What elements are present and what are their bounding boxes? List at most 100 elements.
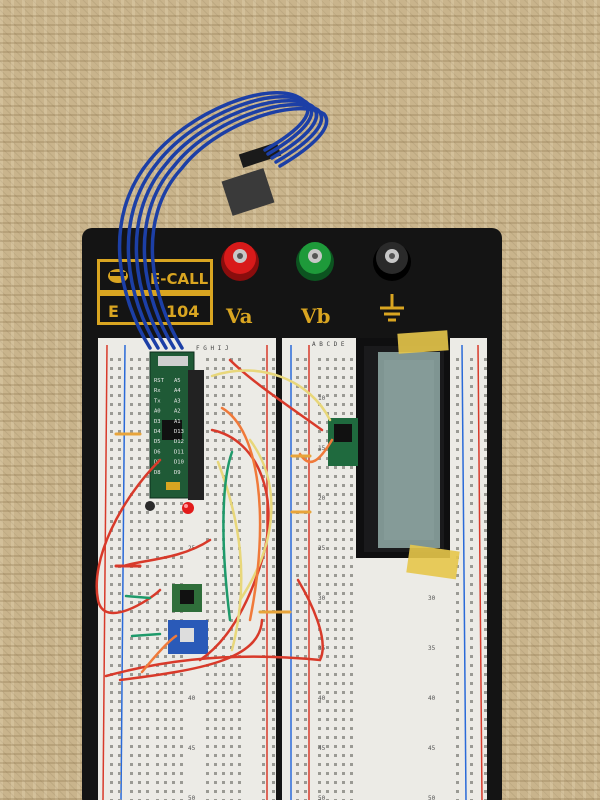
breadboard-hole bbox=[456, 628, 459, 631]
breadboard-hole bbox=[334, 394, 337, 397]
breadboard-hole bbox=[138, 358, 141, 361]
breadboard-hole bbox=[206, 511, 209, 514]
breadboard-hole bbox=[130, 727, 133, 730]
breadboard-hole bbox=[304, 682, 307, 685]
breadboard-hole bbox=[484, 376, 487, 379]
capacitor bbox=[145, 501, 155, 511]
breadboard-hole bbox=[272, 628, 275, 631]
breadboard-hole bbox=[172, 529, 175, 532]
breadboard-hole bbox=[296, 646, 299, 649]
breadboard-hole bbox=[262, 790, 265, 793]
row-number-mid: 40 bbox=[318, 695, 326, 702]
breadboard-hole bbox=[238, 376, 241, 379]
breadboard-hole bbox=[138, 376, 141, 379]
breadboard-hole bbox=[230, 430, 233, 433]
breadboard-hole bbox=[110, 763, 113, 766]
breadboard-hole bbox=[318, 475, 321, 478]
breadboard-hole bbox=[146, 466, 149, 469]
breadboard-hole bbox=[238, 772, 241, 775]
breadboard-hole bbox=[318, 664, 321, 667]
breadboard-hole bbox=[180, 655, 183, 658]
breadboard-hole bbox=[350, 655, 353, 658]
breadboard-hole bbox=[326, 448, 329, 451]
breadboard-hole bbox=[272, 574, 275, 577]
breadboard-hole bbox=[130, 700, 133, 703]
breadboard-hole bbox=[180, 529, 183, 532]
breadboard-hole bbox=[342, 781, 345, 784]
breadboard-hole bbox=[146, 529, 149, 532]
breadboard-hole bbox=[206, 583, 209, 586]
breadboard-hole bbox=[156, 646, 159, 649]
terminal-va[interactable] bbox=[221, 242, 259, 281]
breadboard-hole bbox=[146, 493, 149, 496]
breadboard-hole bbox=[222, 610, 225, 613]
breadboard-hole bbox=[262, 430, 265, 433]
breadboard-hole bbox=[272, 421, 275, 424]
breadboard-hole bbox=[334, 682, 337, 685]
breadboard-hole bbox=[164, 736, 167, 739]
breadboard-hole bbox=[350, 502, 353, 505]
breadboard-hole bbox=[118, 628, 121, 631]
breadboard-hole bbox=[156, 547, 159, 550]
breadboard-hole bbox=[262, 493, 265, 496]
breadboard-hole bbox=[342, 484, 345, 487]
breadboard-hole bbox=[326, 772, 329, 775]
breadboard-hole bbox=[230, 547, 233, 550]
breadboard-hole bbox=[470, 493, 473, 496]
breadboard-hole bbox=[484, 502, 487, 505]
breadboard-hole bbox=[138, 385, 141, 388]
breadboard-hole bbox=[456, 664, 459, 667]
breadboard-hole bbox=[214, 574, 217, 577]
breadboard-hole bbox=[456, 475, 459, 478]
breadboard-hole bbox=[146, 484, 149, 487]
model-prefix: E bbox=[108, 302, 119, 321]
breadboard-hole bbox=[342, 565, 345, 568]
breadboard-hole bbox=[146, 385, 149, 388]
breadboard-hole bbox=[156, 772, 159, 775]
breadboard-hole bbox=[456, 673, 459, 676]
breadboard-hole bbox=[138, 601, 141, 604]
breadboard-hole bbox=[262, 565, 265, 568]
breadboard-hole bbox=[110, 781, 113, 784]
breadboard-hole bbox=[130, 682, 133, 685]
breadboard-hole bbox=[470, 538, 473, 541]
breadboard-hole bbox=[110, 619, 113, 622]
breadboard-hole bbox=[296, 529, 299, 532]
breadboard-hole bbox=[238, 484, 241, 487]
breadboard-hole bbox=[238, 709, 241, 712]
breadboard-hole bbox=[130, 412, 133, 415]
breadboard-hole bbox=[470, 403, 473, 406]
breadboard-hole bbox=[164, 664, 167, 667]
breadboard-hole bbox=[222, 421, 225, 424]
breadboard-hole bbox=[342, 772, 345, 775]
breadboard-hole bbox=[118, 412, 121, 415]
breadboard-hole bbox=[470, 457, 473, 460]
breadboard-hole bbox=[262, 502, 265, 505]
breadboard-hole bbox=[470, 484, 473, 487]
terminal-ground[interactable] bbox=[373, 242, 411, 281]
breadboard-hole bbox=[318, 682, 321, 685]
breadboard-hole bbox=[470, 529, 473, 532]
breadboard-hole bbox=[214, 619, 217, 622]
breadboard-hole bbox=[172, 682, 175, 685]
breadboard-hole bbox=[262, 628, 265, 631]
breadboard-hole bbox=[164, 610, 167, 613]
breadboard-hole bbox=[138, 421, 141, 424]
terminal-vb[interactable] bbox=[296, 242, 334, 281]
breadboard-hole bbox=[238, 763, 241, 766]
breadboard-hole bbox=[180, 745, 183, 748]
breadboard-hole bbox=[350, 592, 353, 595]
breadboard-hole bbox=[230, 745, 233, 748]
breadboard-hole bbox=[138, 556, 141, 559]
breadboard-hole bbox=[484, 727, 487, 730]
breadboard-hole bbox=[172, 574, 175, 577]
breadboard-hole bbox=[272, 529, 275, 532]
breadboard-hole bbox=[164, 628, 167, 631]
breadboard-hole bbox=[296, 754, 299, 757]
breadboard-hole bbox=[342, 556, 345, 559]
breadboard-hole bbox=[296, 367, 299, 370]
breadboard-hole bbox=[304, 754, 307, 757]
breadboard-hole bbox=[342, 736, 345, 739]
microcontroller-board: RSTRxTxA0D3D4D5D6D7D8A5A4A3A2A1D13D12D11… bbox=[149, 351, 195, 499]
breadboard-hole bbox=[146, 619, 149, 622]
